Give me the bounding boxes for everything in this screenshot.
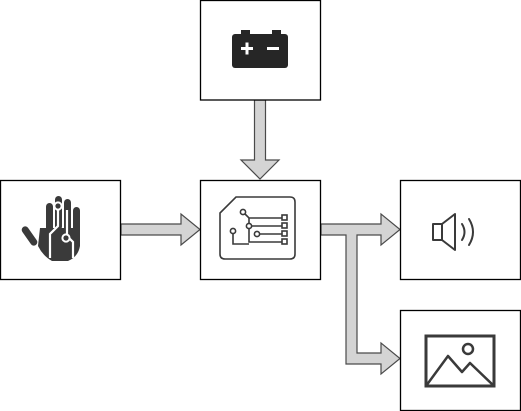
arrow-controller-to-outputs <box>320 212 401 376</box>
battery-icon <box>232 30 288 68</box>
box-display <box>399 309 521 411</box>
circuit-board-icon <box>219 196 296 260</box>
image-icon <box>424 334 496 388</box>
box-audio <box>399 179 521 281</box>
box-controller <box>199 179 322 281</box>
glove-hand-sensor-icon <box>21 196 80 261</box>
arrows <box>120 99 401 376</box>
arrow-power-to-controller <box>239 99 281 180</box>
speaker-icon <box>432 213 474 251</box>
arrow-input-to-controller <box>120 212 201 247</box>
